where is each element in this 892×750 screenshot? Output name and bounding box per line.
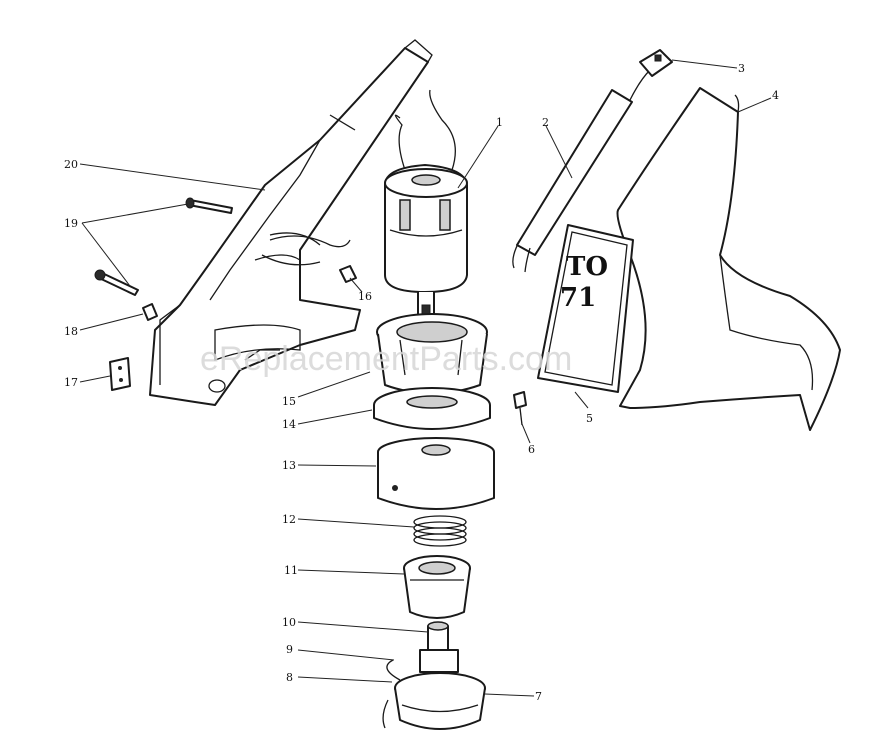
- spring-part-12: [413, 515, 467, 547]
- callout-14: 14: [282, 418, 296, 431]
- callout-16: 16: [358, 290, 372, 303]
- tube-part-2: [512, 69, 651, 273]
- clip-part-17: [109, 357, 131, 391]
- base-part-7: [382, 659, 486, 730]
- watermark-text: eReplacementParts.com: [200, 340, 572, 378]
- callout-13: 13: [282, 459, 296, 472]
- guard-part-4: [616, 87, 841, 431]
- callout-20: 20: [64, 158, 78, 171]
- decal-part-5: TO 71: [537, 224, 634, 393]
- callout-12: 12: [282, 513, 296, 526]
- housing-part-13: [377, 437, 495, 510]
- callout-11: 11: [284, 564, 298, 577]
- screw-part-16: [339, 265, 357, 283]
- callout-8: 8: [286, 671, 293, 684]
- screw-part-19-b: [94, 269, 139, 296]
- screw-part-19-a: [185, 197, 233, 214]
- decal-text-line2: 71: [560, 283, 596, 313]
- callout-15: 15: [282, 395, 296, 408]
- callout-7: 7: [535, 690, 542, 703]
- screw-part-6: [513, 391, 527, 426]
- callout-9: 9: [286, 643, 293, 656]
- cup-part-15: [376, 313, 488, 395]
- flange-part-14: [373, 387, 491, 430]
- spool-part-11: [403, 555, 471, 619]
- callout-17: 17: [64, 376, 78, 389]
- callout-2: 2: [542, 116, 549, 129]
- hub-part-10: [419, 621, 459, 673]
- callout-6: 6: [528, 443, 535, 456]
- callout-10: 10: [282, 616, 296, 629]
- callout-3: 3: [738, 62, 745, 75]
- leader-lines: [79, 59, 772, 697]
- decal-text-line1: TO: [566, 252, 608, 282]
- callout-labels: 1 2 3 4 5 6 7 8 9 10 11 12 13 14 15 16 1…: [64, 62, 779, 703]
- callout-19: 19: [64, 217, 78, 230]
- callout-1: 1: [496, 116, 503, 129]
- connector-part-3: [639, 49, 673, 77]
- motor-part-1: [384, 89, 468, 326]
- callout-4: 4: [772, 89, 779, 102]
- callout-18: 18: [64, 325, 78, 338]
- screw-part-18: [142, 303, 158, 321]
- callout-5: 5: [586, 412, 593, 425]
- motor-housing-part-20: [149, 39, 433, 406]
